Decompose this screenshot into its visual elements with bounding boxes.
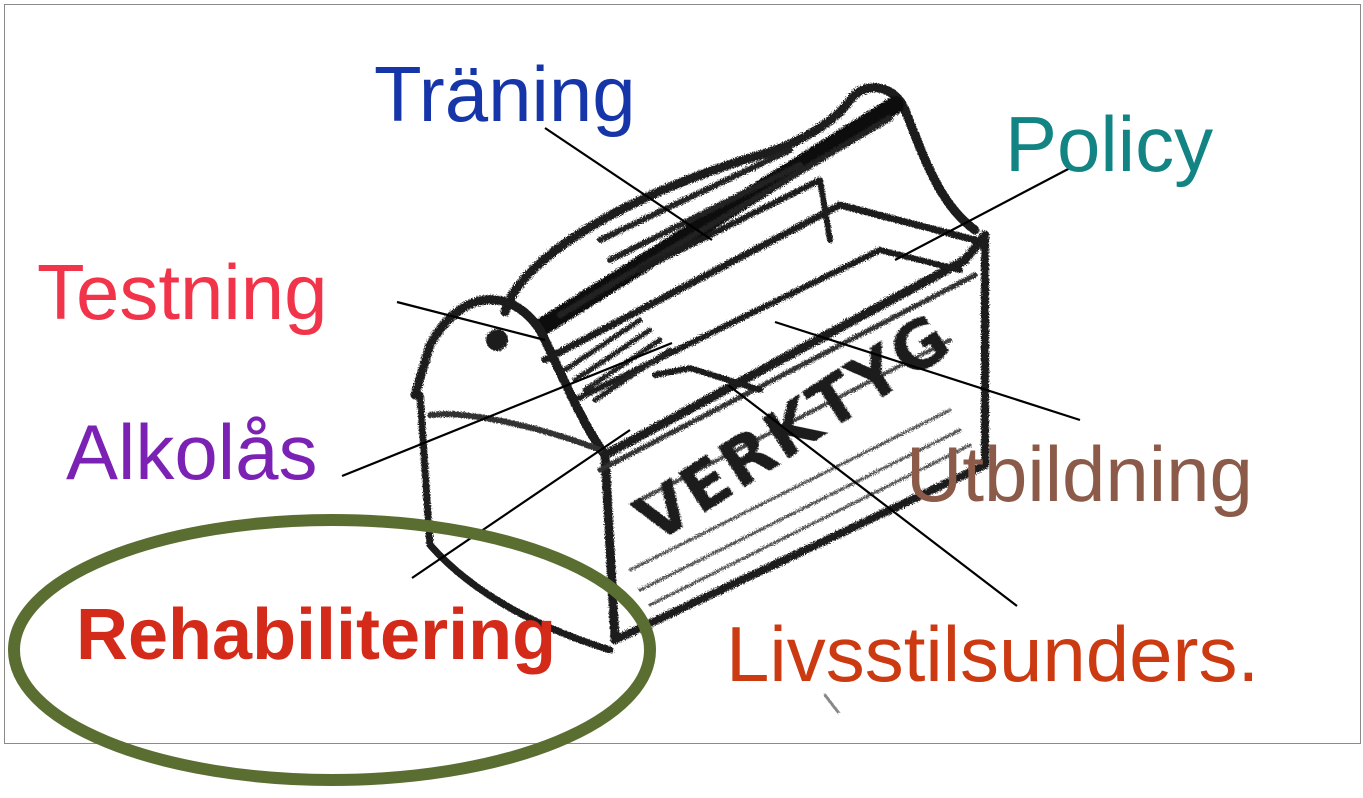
label-traning: Träning	[374, 50, 636, 138]
leader-line-policy	[894, 166, 1073, 261]
toolbox-back-wall	[500, 83, 980, 317]
label-livsstil: Livsstilsunders.	[726, 610, 1260, 698]
toolbox-front-side	[600, 230, 990, 460]
leader-line-livs	[727, 384, 1018, 607]
leader-line-utbildning	[774, 320, 1081, 422]
label-utbildning: Utbildning	[906, 430, 1253, 518]
leader-line-rehab	[411, 429, 631, 579]
leader-line-traning	[544, 127, 713, 241]
leader-line-testning	[396, 300, 546, 342]
leader-lines	[341, 127, 1081, 607]
label-alkolas: Alkolås	[66, 408, 318, 496]
label-policy: Policy	[1005, 100, 1214, 188]
label-testning: Testning	[37, 248, 328, 336]
toolbox-left-end	[410, 295, 620, 645]
label-rehabilitering: Rehabilitering	[76, 595, 557, 675]
leader-line-alkolas	[341, 341, 673, 478]
